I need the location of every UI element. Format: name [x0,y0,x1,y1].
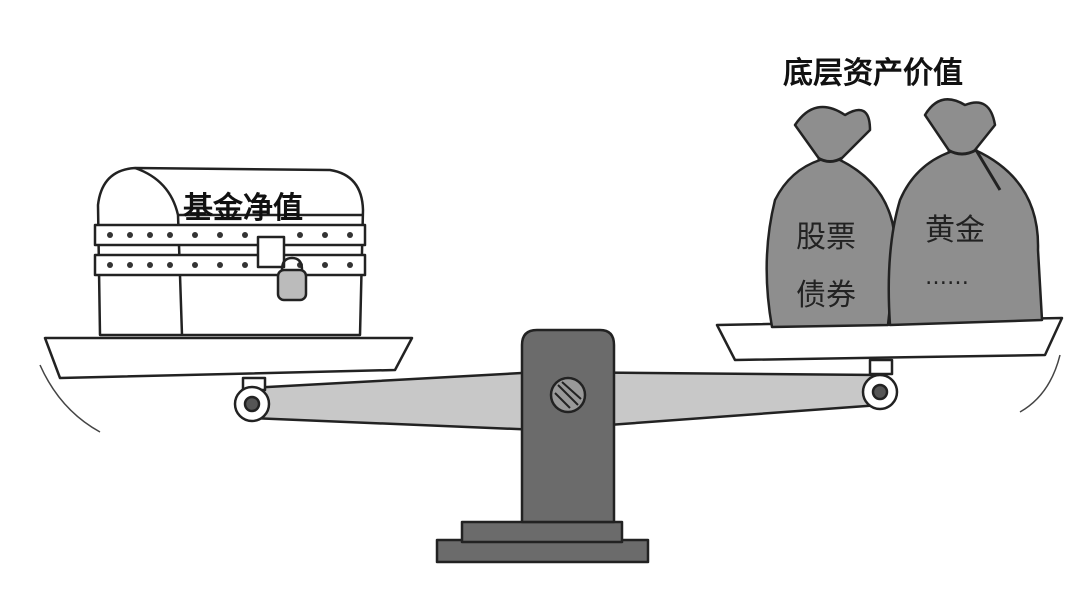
stocks-label: 股票 [796,220,856,255]
bonds-label: 债券 [796,278,856,313]
scale-base [435,538,650,564]
scale-post [520,328,616,524]
treasure-chest [93,166,367,337]
ellipsis-label: …… [925,265,969,290]
lock-icon [256,235,286,269]
underlying-asset-value-title: 底层资产价值 [783,56,963,91]
left-pan [43,336,414,380]
money-bag-right [887,98,1044,327]
gold-label: 黄金 [925,213,985,248]
fund-nav-label: 基金净值 [183,191,303,226]
money-bag-left [765,105,897,329]
